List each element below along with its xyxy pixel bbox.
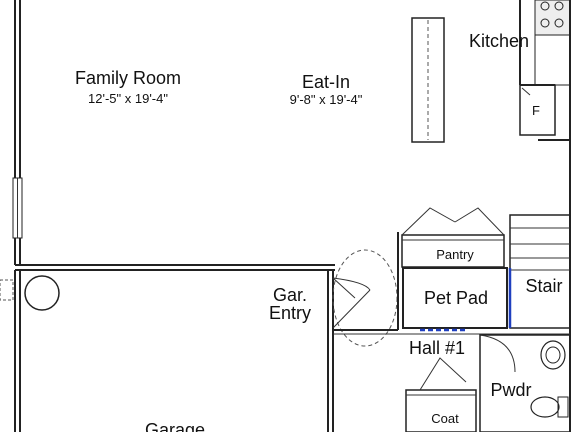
garage-entry-label-line1: Gar. [273, 285, 307, 305]
powder-room-label: Pwdr [490, 380, 531, 400]
garage-entry-label-line2: Entry [269, 303, 311, 323]
powder-room [479, 334, 571, 432]
eat-in-dimensions: 9'-8" x 19'-4" [290, 92, 363, 107]
coat-closet [405, 357, 477, 432]
coat-label: Coat [431, 411, 459, 426]
kitchen-counter [519, 0, 571, 432]
exterior-wall-left [12, 0, 23, 265]
garage-entry-door [332, 249, 398, 347]
eat-in-label: Eat-In [302, 72, 350, 92]
family-room-label: Family Room [75, 68, 181, 88]
stair-label: Stair [525, 276, 562, 296]
family-room-dimensions: 12'-5" x 19'-4" [88, 91, 168, 106]
kitchen-island [411, 17, 445, 143]
garage-label: Garage [145, 420, 205, 432]
fridge-label: F [532, 103, 540, 118]
pet-pad [402, 267, 508, 332]
hall-label: Hall #1 [409, 338, 465, 358]
pet-pad-label: Pet Pad [424, 288, 488, 308]
stair [508, 214, 571, 329]
hall-walls [333, 232, 570, 335]
kitchen-label: Kitchen [469, 31, 529, 51]
garage-top-wall [15, 264, 335, 271]
pantry-label: Pantry [436, 247, 474, 262]
